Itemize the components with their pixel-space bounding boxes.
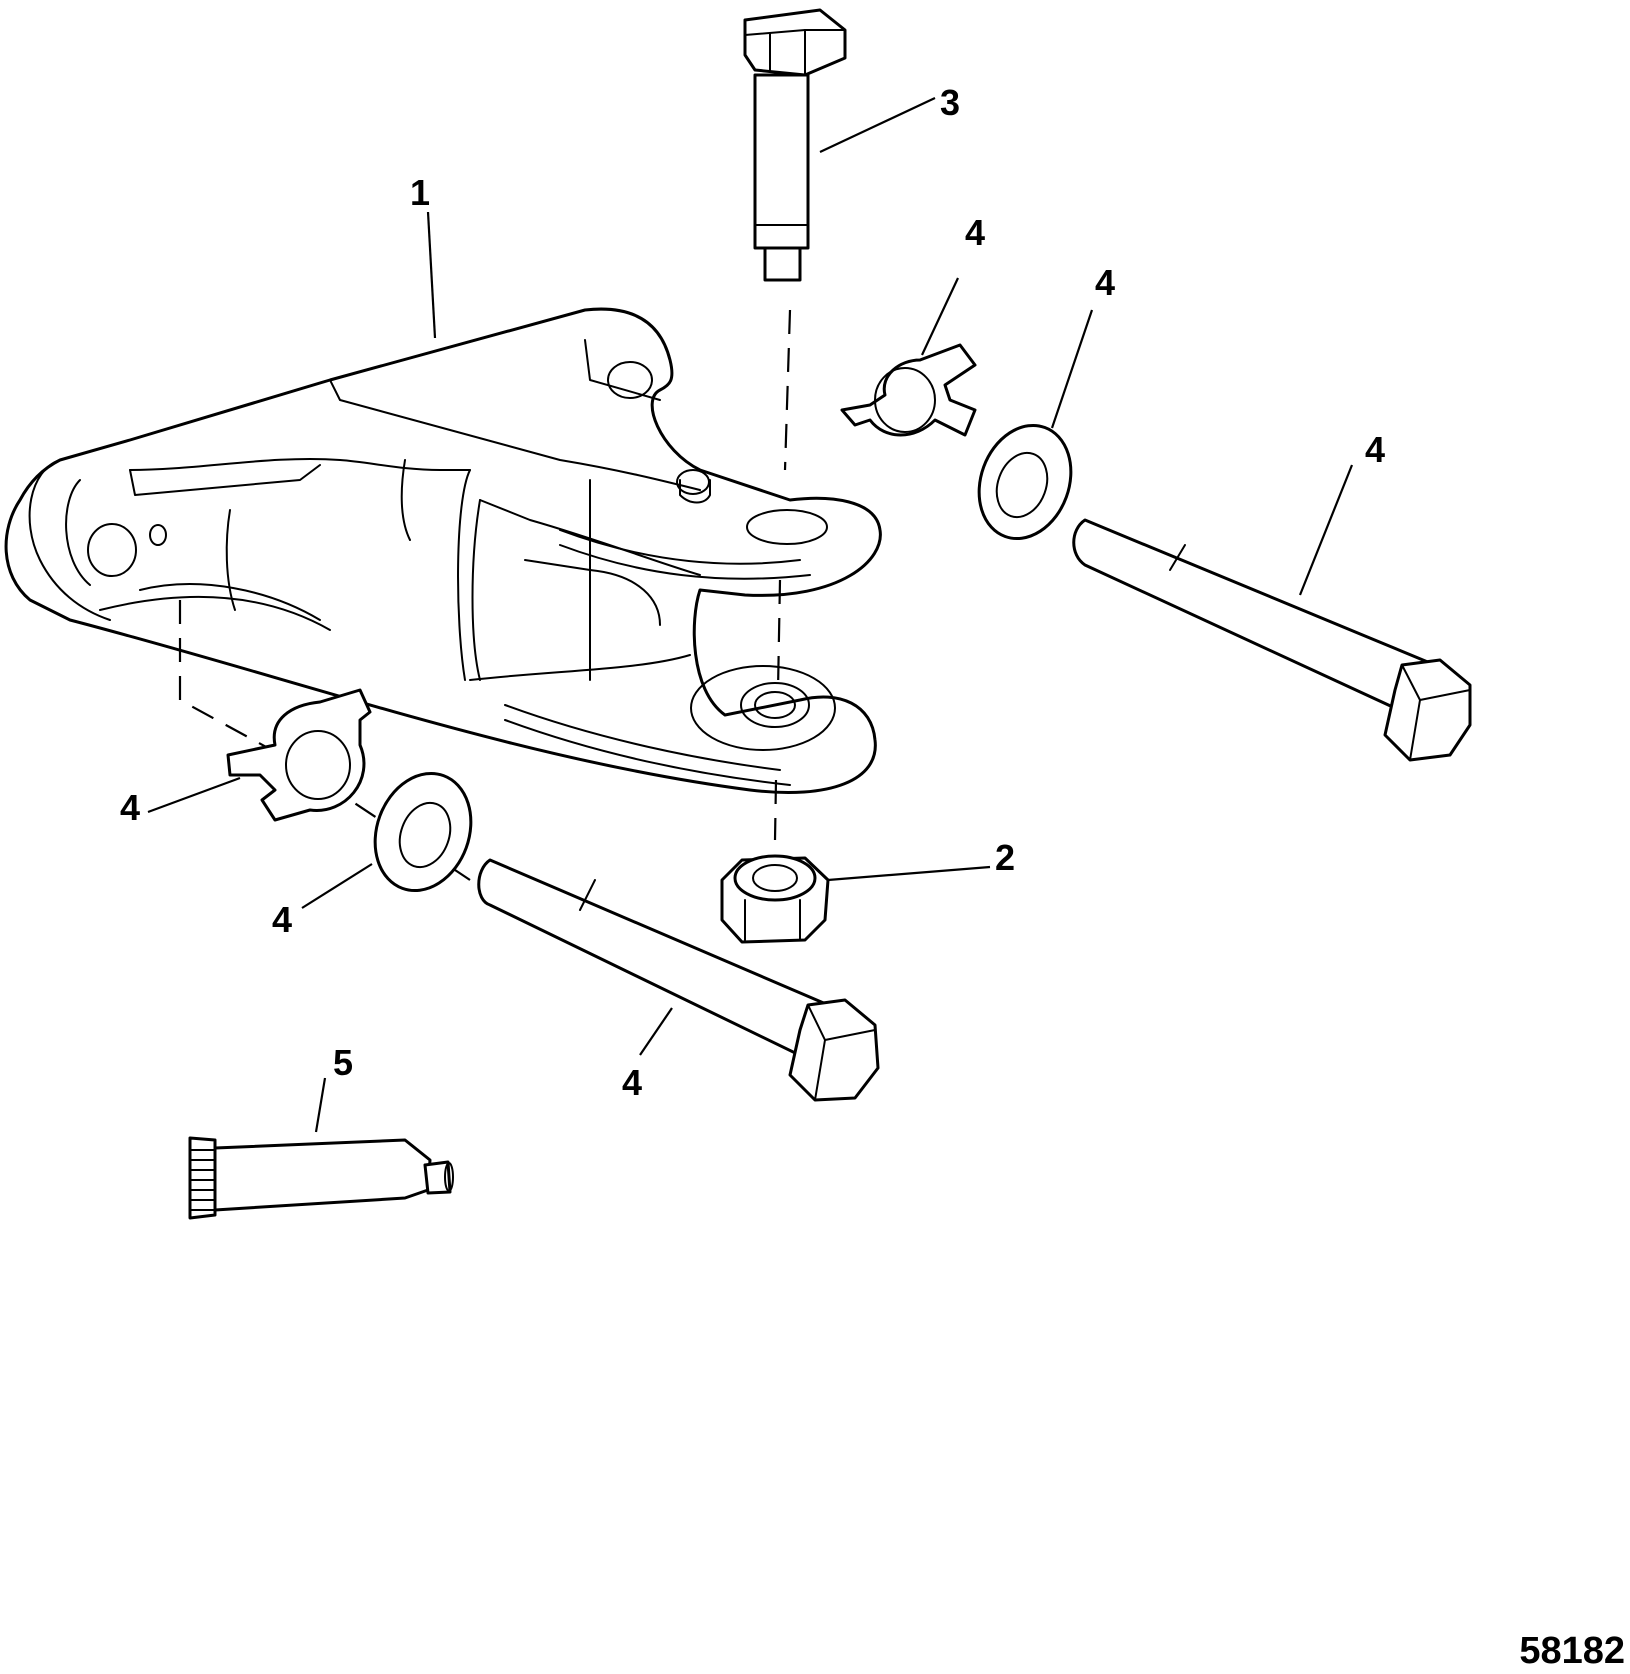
steering-arm-bracket — [4, 307, 882, 794]
hex-bolt-left — [477, 858, 880, 1102]
steering-arm-bolt — [743, 8, 847, 282]
callout-3: 3 — [940, 82, 960, 123]
lock-nut — [720, 854, 830, 944]
callout-5: 5 — [333, 1042, 353, 1083]
callout-labels: 1 3 4 4 4 4 4 2 4 5 — [120, 82, 1385, 1103]
flat-washer-right — [977, 423, 1073, 541]
callout-4-bolt-right: 4 — [1365, 429, 1385, 470]
callout-4-flat-washer-left: 4 — [272, 899, 292, 940]
alignment-lines — [178, 309, 792, 881]
flat-washer-left — [373, 771, 473, 893]
tab-washer-right — [840, 343, 977, 437]
leader-lines — [147, 97, 1354, 1133]
figure-id: 58182 — [1519, 1630, 1625, 1672]
callout-4-flat-washer-right: 4 — [1095, 262, 1115, 303]
callout-4-tab-washer-right: 4 — [965, 212, 985, 253]
tab-washer-left — [226, 688, 372, 822]
callout-2: 2 — [995, 837, 1015, 878]
callout-4-tab-washer-left: 4 — [120, 787, 140, 828]
lubricant-tube — [188, 1136, 454, 1220]
callout-1: 1 — [410, 172, 430, 213]
hex-bolt-right — [1072, 518, 1472, 762]
callout-4-bolt-left: 4 — [622, 1062, 642, 1103]
